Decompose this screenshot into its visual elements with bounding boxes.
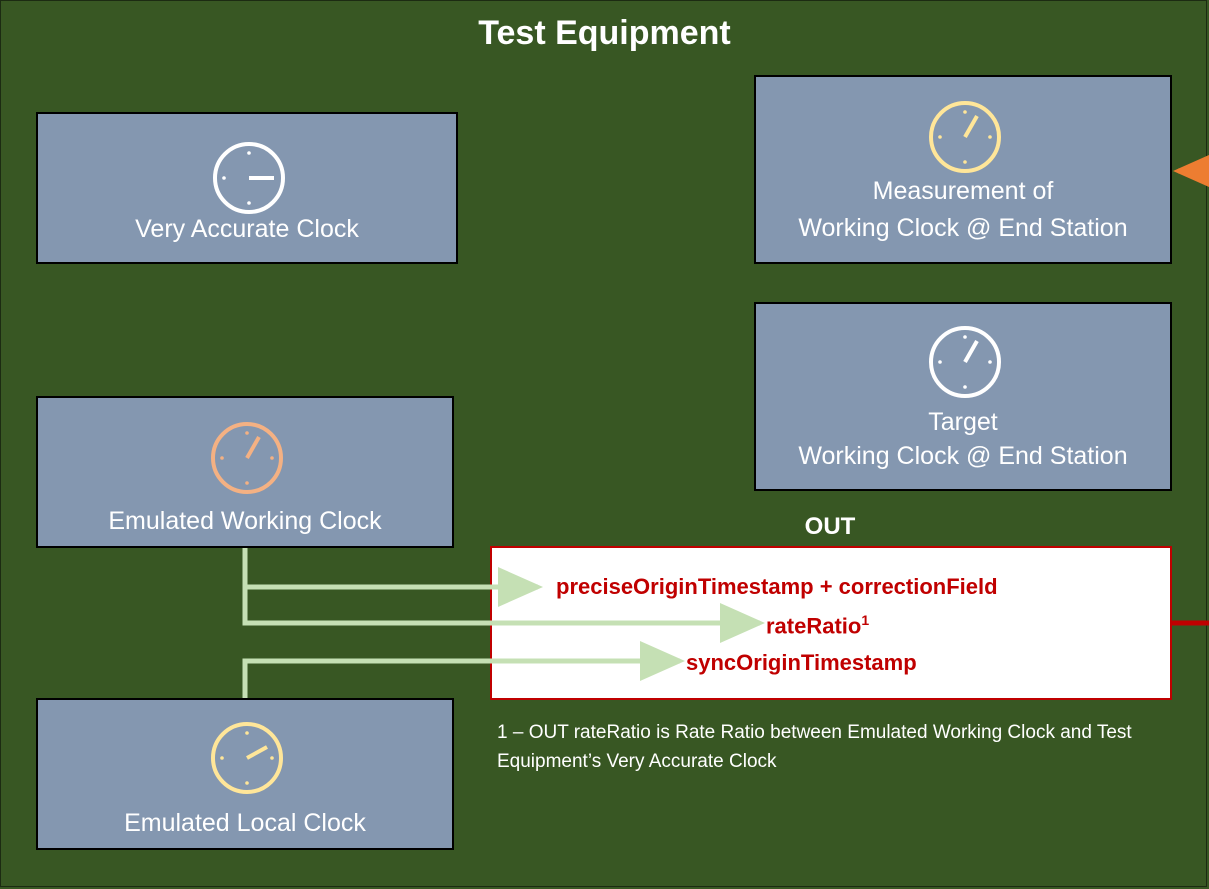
rate-ratio-connector [242, 548, 765, 643]
target-clock-box: Target Working Clock @ End Station [754, 302, 1172, 491]
clock-icon [929, 101, 1001, 173]
measurement-clock-box: Measurement of Working Clock @ End Stati… [754, 75, 1172, 264]
rate-ratio-text: rateRatio [766, 613, 862, 639]
out-message-box: preciseOriginTimestamp + correctionField… [490, 546, 1172, 700]
clock-icon [211, 422, 283, 494]
very-accurate-clock-box: Very Accurate Clock [36, 112, 458, 264]
box-label: Very Accurate Clock [135, 215, 359, 243]
precise-origin-field: preciseOriginTimestamp + correctionField [556, 574, 998, 599]
clock-icon [213, 142, 285, 214]
clock-icon [211, 722, 283, 794]
footnote: 1 – OUT rateRatio is Rate Ratio between … [497, 722, 1132, 772]
emulated-working-clock-box: Emulated Working Clock [36, 396, 454, 548]
box-label: Target [928, 408, 998, 436]
box-label: Working Clock @ End Station [798, 214, 1128, 242]
sync-origin-connector [242, 641, 685, 698]
clock-icon [929, 326, 1001, 398]
box-label: Measurement of [872, 177, 1054, 205]
diagram-title: Test Equipment [478, 14, 731, 52]
rate-ratio-field: rateRatio1 [766, 612, 869, 639]
rate-ratio-footnote-marker: 1 [861, 612, 870, 628]
box-label: Emulated Local Clock [124, 809, 366, 837]
sync-origin-field: syncOriginTimestamp [686, 650, 917, 675]
box-label: Working Clock @ End Station [798, 442, 1128, 470]
out-label: OUT [804, 513, 856, 540]
box-label: Emulated Working Clock [108, 507, 382, 535]
emulated-local-clock-box: Emulated Local Clock [36, 698, 454, 850]
